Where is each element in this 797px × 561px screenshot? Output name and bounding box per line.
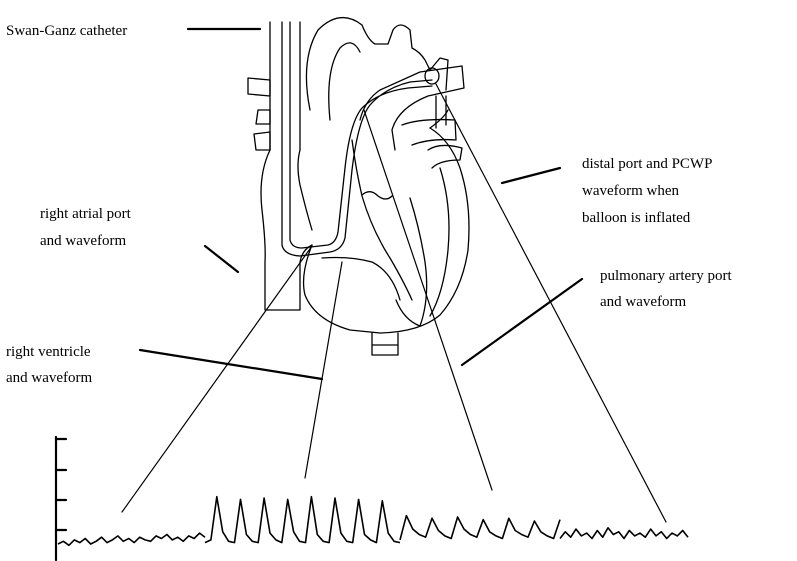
right-atrial-leader: [205, 246, 238, 272]
ascending-aorta: [329, 43, 360, 120]
label-distal-line3: balloon is inflated: [582, 210, 691, 226]
label-right-atrial-line1: right atrial port: [40, 206, 132, 222]
right-atrium-inner: [298, 150, 312, 230]
distal-port-leader: [502, 168, 560, 183]
projection-lines: [122, 84, 666, 522]
right-atrium: [261, 150, 312, 310]
projection-right-atrial: [122, 246, 312, 512]
catheter-tube: [282, 22, 432, 256]
ventricle-outline: [304, 128, 469, 333]
label-distal-line2: waveform when: [582, 183, 680, 199]
pulmonary-vessels-right: [402, 96, 462, 168]
label-right-ventricle-line1: right ventricle: [6, 344, 91, 360]
label-distal-line1: distal port and PCWP: [582, 156, 712, 172]
waveform-right-ventricle: [205, 497, 400, 543]
waveform-right-atrial: [58, 533, 205, 545]
waveform-pcwp: [560, 528, 688, 539]
projection-right-ventricle: [305, 262, 342, 478]
pulmonary-artery-leader: [462, 279, 582, 365]
leader-lines: [140, 29, 582, 379]
superior-vena-cava: [270, 22, 300, 150]
projection-pulmonary: [364, 110, 492, 490]
label-pulmonary-line2: and waveform: [600, 294, 687, 310]
waveform-pulmonary-artery: [400, 516, 560, 540]
inferior-vena-cava: [372, 333, 398, 355]
pulmonary-vessels-left: [248, 78, 270, 150]
right-ventricle-leader: [140, 350, 322, 379]
pressure-waveform: [58, 497, 688, 546]
label-right-ventricle-line2: and waveform: [6, 370, 93, 386]
label-pulmonary-line1: pulmonary artery port: [600, 268, 732, 284]
label-swan-ganz: Swan-Ganz catheter: [6, 23, 127, 39]
heart-illustration: [248, 18, 469, 355]
valve: [362, 192, 392, 199]
label-right-atrial-line2: and waveform: [40, 233, 127, 249]
